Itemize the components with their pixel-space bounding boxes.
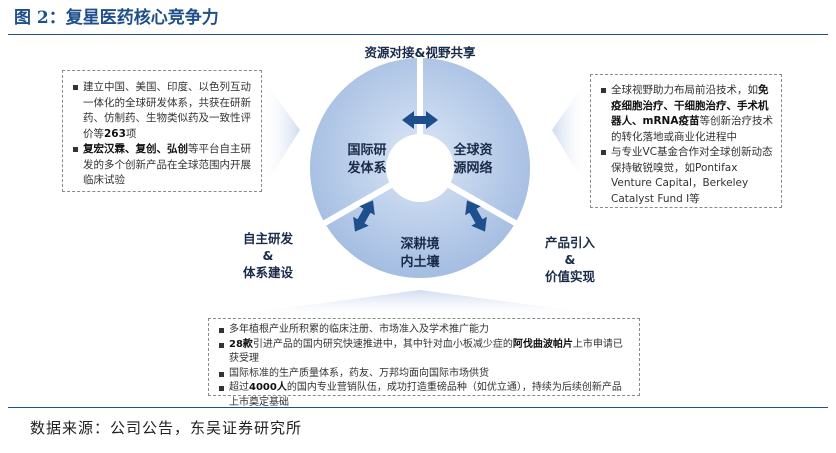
left-info-box: 建立中国、美国、印度、以色列互动一体化的全球研发体系，共获在研新药、仿制药、生物… [62,70,262,192]
source-divider [8,407,828,408]
title-divider [8,34,828,35]
right-info-box: 全球视野助力布局前沿技术，如免疫细胞治疗、干细胞治疗、手术机器人、mRNA疫苗等… [590,74,782,208]
ring [310,56,530,278]
ring-divider-left [321,182,393,227]
segment-label-domestic-soil: 深耕境 内土壤 [400,237,440,270]
ring-divider-right [447,182,519,227]
top-double-arrow-icon [402,111,438,129]
segment-label-global-network: 全球资 源网络 [453,143,493,176]
bottom-pointer-wedge [212,290,630,318]
list-item: 复宏汉霖、复创、弘创等平台自主研发的多个创新产品在全球范围内开展临床试验 [73,142,251,189]
bottom-info-box: 多年植根产业所积累的临床注册、市场准入及学术推广能力 28款引进产品的国内研究快… [208,318,640,408]
list-item: 建立中国、美国、印度、以色列互动一体化的全球研发体系，共获在研新药、仿制药、生物… [73,80,251,142]
list-item: 超过4000人的国内专业营销队伍，成功打造重磅品种（如优立通），持续为后续创新产… [219,381,631,410]
connector-top-label: 资源对接&视野共享 [364,45,476,60]
segment-label-intl-rd: 国际研 发体系 [347,143,387,176]
left-double-arrow-icon [353,200,375,232]
ring-hole [386,134,454,202]
data-source: 数据来源：公司公告，东吴证券研究所 [30,419,303,437]
list-item: 全球视野助力布局前沿技术，如免疫细胞治疗、干细胞治疗、手术机器人、mRNA疫苗等… [601,83,773,145]
connector-right-label: 产品引入 & 价值实现 [544,235,595,284]
list-item: 与专业VC基金合作对全球创新动态保持敏锐嗅觉，如Pontifax Venture… [601,145,773,207]
right-pointer-wedge [552,78,588,190]
list-item: 28款引进产品的国内研究快速推进中，其中针对血小板减少症的阿伐曲波帕片上市申请已… [219,338,631,367]
connector-left-label: 自主研发 & 体系建设 [242,231,293,280]
list-item: 国际标准的生产质量体系，药友、万邦均面向国际市场供货 [219,367,631,382]
left-pointer-wedge [262,78,300,190]
figure-title: 图 2：复星医药核心竞争力 [14,8,219,28]
list-item: 多年植根产业所积累的临床注册、市场准入及学术推广能力 [219,323,631,338]
right-double-arrow-icon [465,200,487,232]
